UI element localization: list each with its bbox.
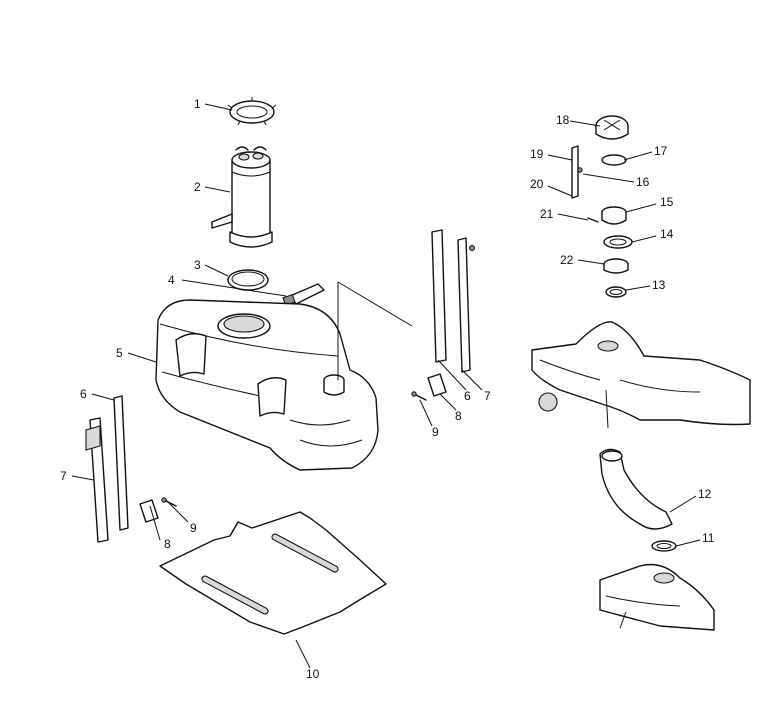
callout-19: 19: [530, 147, 544, 161]
callout-22: 22: [560, 253, 574, 267]
callout-9-right: 9: [432, 425, 439, 439]
callout-6-left: 6: [80, 387, 87, 401]
callout-21: 21: [540, 207, 554, 221]
part-12-filler-hose: [599, 448, 673, 530]
callout-9-left: 9: [190, 521, 197, 535]
part-17-cap-gasket: [601, 154, 627, 166]
part-21-screw: [587, 217, 599, 223]
callout-8-right: 8: [455, 409, 462, 423]
part-7-left-strap: [85, 417, 109, 543]
part-5-fuel-tank: [155, 299, 379, 471]
frame-section-upper: [531, 321, 751, 429]
callout-20: 20: [530, 177, 544, 191]
callout-6-right: 6: [464, 389, 471, 403]
part-8-clip-right: [427, 373, 447, 397]
callout-12: 12: [698, 487, 712, 501]
part-14-washer: [603, 235, 633, 249]
part-6-right-strap: [431, 229, 447, 363]
part-8-clip-left: [139, 499, 159, 523]
part-10-tank-pad: [159, 511, 387, 635]
part-2-fuel-pump: [211, 146, 273, 248]
callout-16: 16: [636, 175, 650, 189]
frame-section-lower: [599, 563, 715, 631]
callout-3: 3: [194, 258, 201, 272]
callout-7-right: 7: [484, 389, 491, 403]
part-6-left-strap: [113, 395, 129, 531]
callout-1: 1: [194, 97, 201, 111]
callout-10: 10: [306, 667, 320, 681]
reference-line-2: [337, 281, 413, 327]
callout-5: 5: [116, 346, 123, 360]
part-9-bolt-right: [411, 391, 427, 401]
part-11-hose-clamp-lower: [651, 540, 677, 552]
callout-11: 11: [702, 531, 715, 545]
callout-labels: 1 2 3 4 5 6 7 8 9 10 6 7 8 9 18 17 19 16…: [60, 97, 715, 681]
callout-2: 2: [194, 180, 201, 194]
leader-lines: [71, 103, 701, 669]
callout-13: 13: [652, 278, 666, 292]
callout-7-left: 7: [60, 469, 67, 483]
part-16-pin: [577, 167, 583, 173]
part-9-bolt-left: [161, 497, 177, 507]
callout-15: 15: [660, 195, 674, 209]
part-19-tether: [571, 145, 579, 199]
part-18-fuel-cap: [595, 115, 629, 140]
part-13-hose-clamp-upper: [605, 286, 627, 298]
part-15-filler-neck: [601, 206, 627, 225]
part-4-fuel-line-connector: [282, 283, 325, 307]
part-7-right-strap: [457, 237, 475, 373]
part-1-lock-ring: [227, 97, 277, 126]
callout-8-left: 8: [164, 537, 171, 551]
callout-14: 14: [660, 227, 674, 241]
callout-4: 4: [168, 273, 175, 287]
callout-18: 18: [556, 113, 570, 127]
part-22-nut: [603, 258, 629, 274]
part-3-gasket: [227, 269, 269, 291]
callout-17: 17: [654, 144, 668, 158]
